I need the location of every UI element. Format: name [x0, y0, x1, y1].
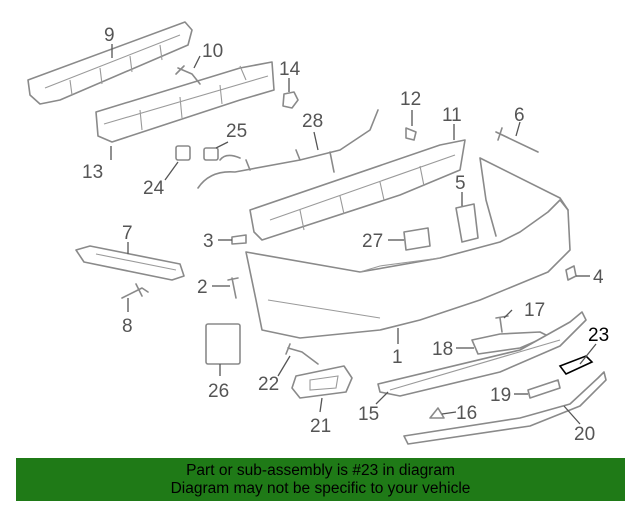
callout-19: 19	[490, 385, 511, 406]
callout-13: 13	[82, 162, 103, 183]
banner-line-part: Part or sub-assembly is #23 in diagram	[186, 461, 455, 479]
part-1-bumper-cover	[245, 157, 571, 339]
part-21-lamp	[291, 365, 353, 399]
callout-21: 21	[310, 416, 331, 437]
callout-9: 9	[104, 25, 115, 46]
callout-3: 3	[203, 231, 214, 252]
callout-27: 27	[362, 231, 383, 252]
part-10-bolt	[175, 65, 201, 85]
callout-17: 17	[524, 300, 545, 321]
part-13-reinforcement	[95, 61, 275, 143]
callout-16: 16	[456, 403, 477, 424]
part-22-screw	[285, 343, 319, 365]
callout-22: 22	[258, 374, 279, 395]
callout-2: 2	[197, 277, 208, 298]
callout-10: 10	[202, 41, 223, 62]
callout-labels: 9 10 13 14 24 25 28 12 11 6 5 27 3 2 4 7…	[82, 25, 609, 445]
callout-8: 8	[122, 316, 133, 337]
part-28-wiring-harness	[197, 109, 379, 189]
part-25-clip	[203, 147, 219, 161]
leader-lines	[110, 44, 597, 425]
part-15-lower-fascia	[377, 311, 587, 397]
part-9-impact-bar	[27, 21, 193, 105]
part-24-clip	[175, 145, 191, 161]
callout-25: 25	[226, 121, 247, 142]
callout-24: 24	[143, 178, 165, 199]
part-8-screw	[121, 283, 149, 299]
callout-18: 18	[432, 339, 453, 360]
callout-23-highlighted: 23	[588, 325, 609, 346]
callout-4: 4	[593, 267, 604, 288]
part-19-reflector	[527, 379, 561, 399]
part-17-fastener	[495, 315, 509, 333]
parts-diagram: 9 10 13 14 24 25 28 12 11 6 5 27 3 2 4 7…	[27, 21, 609, 445]
callout-14: 14	[279, 59, 301, 80]
part-3-clip	[231, 234, 247, 245]
part-26-module	[205, 323, 241, 365]
part-4-nut	[565, 265, 577, 281]
part-6-stud	[495, 127, 539, 153]
banner-line-disclaimer: Diagram may not be specific to your vehi…	[170, 479, 471, 497]
part-14-nut	[282, 91, 299, 109]
part-info-banner: Part or sub-assembly is #23 in diagram D…	[16, 458, 625, 501]
part-5-bracket	[455, 203, 479, 243]
callout-5: 5	[455, 173, 466, 194]
part-12-screw	[405, 127, 417, 141]
part-16-clip	[429, 407, 445, 419]
part-7-bracket	[75, 245, 185, 281]
part-27-module	[403, 227, 431, 251]
callout-11: 11	[442, 105, 462, 126]
callout-12: 12	[400, 89, 421, 110]
callout-1: 1	[392, 347, 403, 368]
callout-26: 26	[208, 381, 229, 402]
callout-15: 15	[358, 404, 379, 425]
callout-28: 28	[302, 111, 323, 132]
part-2-bolt	[227, 277, 239, 299]
callout-6: 6	[514, 105, 525, 126]
callout-7: 7	[122, 223, 133, 244]
part-11-energy-absorber	[249, 139, 466, 241]
part-23-molding-highlighted	[558, 355, 594, 375]
callout-20: 20	[574, 424, 595, 445]
